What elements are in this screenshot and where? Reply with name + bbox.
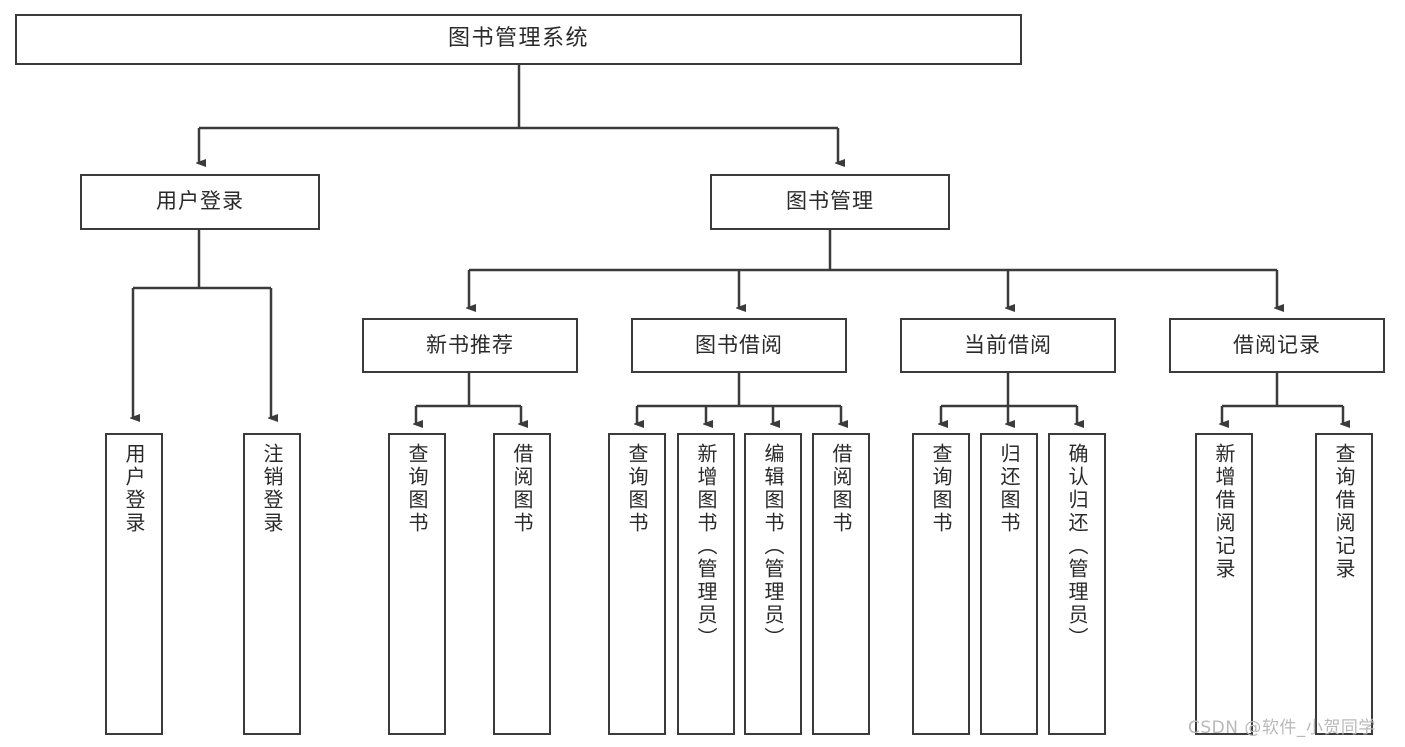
leaf-query-book-2-label: 查询图书: [625, 443, 649, 535]
node-user-login-label: 用户登录: [156, 189, 244, 214]
leaf-query-record[interactable]: 查询借阅记录: [1315, 433, 1373, 735]
leaf-query-record-label: 查询借阅记录: [1332, 443, 1356, 581]
leaf-borrow-book-2-label: 借阅图书: [829, 443, 853, 535]
leaf-confirm-return-label: 确认归还（管理员）: [1065, 443, 1089, 650]
csdn-watermark: CSDN @软件_小贺同学: [1188, 718, 1376, 738]
leaf-logout-login[interactable]: 注销登录: [243, 433, 301, 735]
node-root[interactable]: 图书管理系统: [15, 14, 1022, 65]
leaf-edit-book-label: 编辑图书（管理员）: [761, 443, 785, 650]
node-borrow-record-label: 借阅记录: [1233, 332, 1321, 357]
node-root-label: 图书管理系统: [447, 26, 589, 52]
node-user-login[interactable]: 用户登录: [80, 174, 320, 230]
leaf-add-book[interactable]: 新增图书（管理员）: [677, 433, 735, 735]
node-current-borrow-label: 当前借阅: [964, 332, 1052, 357]
leaf-query-book-2[interactable]: 查询图书: [608, 433, 666, 735]
node-new-book-recommend-label: 新书推荐: [426, 332, 514, 357]
leaf-query-book-3[interactable]: 查询图书: [912, 433, 970, 735]
node-book-borrow[interactable]: 图书借阅: [631, 318, 847, 373]
leaf-return-book[interactable]: 归还图书: [980, 433, 1038, 735]
leaf-borrow-book-1[interactable]: 借阅图书: [493, 433, 551, 735]
node-new-book-recommend[interactable]: 新书推荐: [362, 318, 578, 373]
leaf-return-book-label: 归还图书: [997, 443, 1021, 535]
node-book-borrow-label: 图书借阅: [695, 332, 783, 357]
leaf-user-login[interactable]: 用户登录: [105, 433, 163, 735]
node-book-management-label: 图书管理: [786, 189, 874, 214]
node-borrow-record[interactable]: 借阅记录: [1169, 318, 1385, 373]
leaf-borrow-book-2[interactable]: 借阅图书: [812, 433, 870, 735]
leaf-query-book-1-label: 查询图书: [405, 443, 429, 535]
leaf-borrow-book-1-label: 借阅图书: [510, 443, 534, 535]
node-current-borrow[interactable]: 当前借阅: [900, 318, 1116, 373]
leaf-add-book-label: 新增图书（管理员）: [694, 443, 718, 650]
leaf-query-book-3-label: 查询图书: [929, 443, 953, 535]
leaf-user-login-label: 用户登录: [122, 443, 146, 535]
node-book-management[interactable]: 图书管理: [710, 174, 950, 230]
leaf-confirm-return[interactable]: 确认归还（管理员）: [1048, 433, 1106, 735]
leaf-logout-login-label: 注销登录: [260, 443, 284, 535]
leaf-add-record-label: 新增借阅记录: [1212, 443, 1236, 581]
leaf-edit-book[interactable]: 编辑图书（管理员）: [744, 433, 802, 735]
leaf-add-record[interactable]: 新增借阅记录: [1195, 433, 1253, 735]
leaf-query-book-1[interactable]: 查询图书: [388, 433, 446, 735]
